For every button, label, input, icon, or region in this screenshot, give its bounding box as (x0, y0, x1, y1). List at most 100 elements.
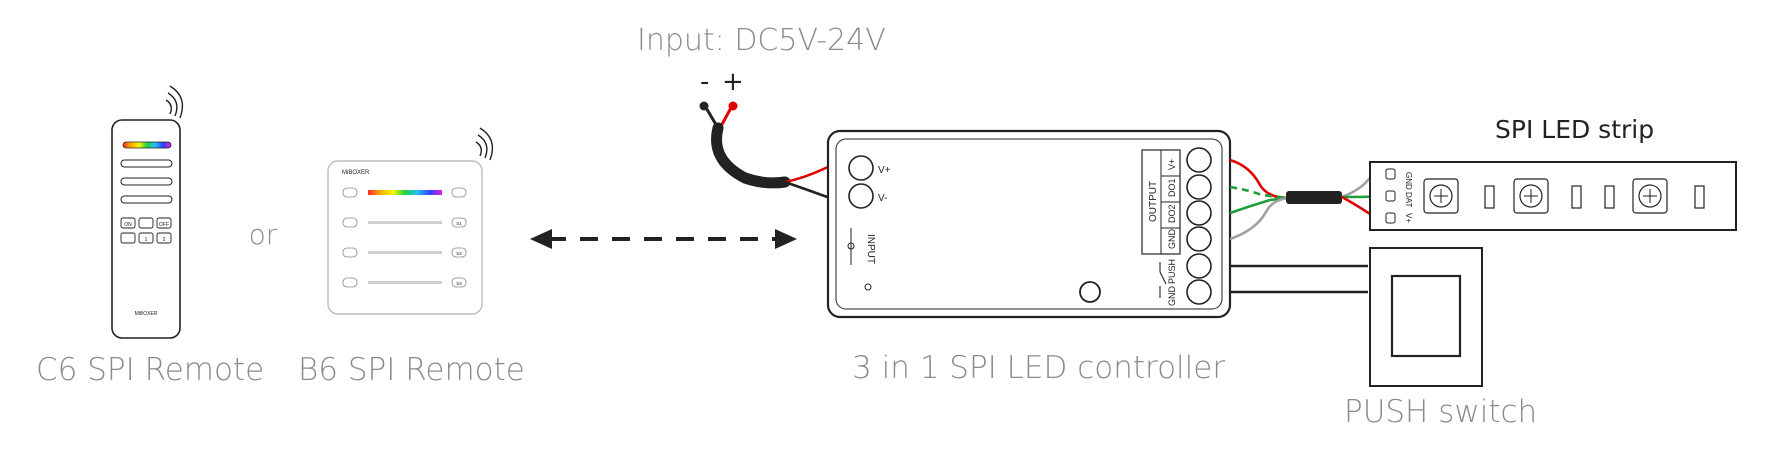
c6-slider-3[interactable] (120, 195, 173, 204)
b6-wireless-icon (475, 127, 494, 161)
input-terminal-vplus[interactable] (848, 155, 874, 181)
c6-on-label: ON (124, 222, 132, 228)
controller-caption: 3 in 1 SPI LED controller (852, 350, 1225, 386)
strip-led-1 (1423, 178, 1459, 214)
c6-caption: C6 SPI Remote (36, 352, 264, 388)
controller-body-inner (835, 138, 1223, 310)
c6-remote: ON OFF 1 2 MiBOXER (111, 85, 184, 339)
b6-power-button[interactable] (342, 277, 358, 288)
controller-body-outer (826, 129, 1232, 319)
c6-button-5-label: 1 (145, 237, 148, 243)
wire-do2 (1229, 196, 1289, 215)
b6-remote: MiBOXER S1 S2 S3 (327, 127, 494, 315)
strip-pad-vplus (1385, 212, 1396, 224)
push-switch[interactable] (1369, 247, 1483, 387)
push-switch-caption: PUSH switch (1344, 394, 1537, 430)
strip-resistor-2 (1571, 185, 1582, 209)
output-terminal-push[interactable] (1186, 253, 1212, 279)
output-label-block: OUTPUT V+ DO1 DO2 GND PUSH GND (1141, 149, 1181, 307)
terminal-label-push: PUSH (1167, 259, 1177, 284)
b6-s1-label: S1 (456, 221, 462, 226)
b6-scene-button-2[interactable] (451, 217, 467, 228)
terminal-label-do1: DO1 (1167, 178, 1177, 197)
push-button[interactable] (1079, 281, 1101, 303)
led-strip: GND DAT V+ (1369, 161, 1737, 231)
c6-slider-2[interactable] (120, 177, 173, 186)
strip-led-3 (1632, 178, 1668, 214)
b6-scene-button-4[interactable] (451, 277, 467, 288)
c6-button-4[interactable] (120, 232, 136, 244)
b6-color-bar (368, 190, 442, 195)
strip-resistor-4 (1694, 185, 1705, 209)
output-label: OUTPUT (1148, 181, 1159, 222)
terminal-label-gnd2: GND (1167, 286, 1177, 307)
b6-scene-button-1[interactable] (451, 187, 467, 198)
wire-gnd (1229, 196, 1289, 241)
minus-wire-end (699, 101, 709, 111)
strip-resistor-3 (1604, 185, 1615, 209)
c6-button-6-label: 2 (163, 237, 166, 243)
output-terminal-gnd[interactable] (1186, 226, 1212, 252)
c6-button-6[interactable] (156, 232, 172, 244)
arrowhead-left (530, 229, 552, 249)
strip-pin-vplus: V+ (1404, 213, 1413, 223)
input-port-label: INPUT (865, 234, 876, 264)
wire-vplus (1229, 158, 1289, 200)
output-wiring (1229, 158, 1391, 294)
power-input-cable (699, 101, 831, 200)
controller: V+ V- INPUT OUTPUT V+ DO1 DO2 GND PUSH G… (826, 129, 1232, 319)
polarity-plus: + (722, 67, 744, 97)
terminal-label-gnd1: GND (1167, 229, 1177, 250)
wireless-link-arrow (530, 229, 797, 249)
b6-caption: B6 SPI Remote (298, 352, 525, 388)
dc-jack-icon (847, 228, 855, 265)
b6-on-button[interactable] (342, 187, 358, 198)
c6-brand: MiBOXER (135, 311, 158, 317)
b6-off-button[interactable] (342, 217, 358, 228)
c6-off-button[interactable] (156, 217, 172, 229)
polarity-minus: - (700, 67, 709, 97)
output-terminal-do1[interactable] (1186, 174, 1212, 200)
strip-pin-dat: DAT (1404, 192, 1413, 208)
led-indicator (864, 283, 872, 291)
b6-s2-label: S2 (456, 251, 462, 256)
b6-scene-button-3[interactable] (451, 247, 467, 258)
arrowhead-right (775, 229, 797, 249)
c6-button-5[interactable] (138, 232, 154, 244)
strip-led-2 (1513, 178, 1549, 214)
b6-mode-button[interactable] (342, 247, 358, 258)
c6-on-button[interactable] (120, 217, 136, 229)
terminal-label-vplus: V+ (1167, 159, 1177, 170)
strip-pad-gnd (1385, 168, 1396, 180)
output-terminal-vplus[interactable] (1186, 147, 1212, 173)
terminal-label-do2: DO2 (1167, 204, 1177, 223)
strip-pad-dat (1385, 190, 1396, 202)
input-vplus-label: V+ (878, 165, 891, 176)
c6-mode-button[interactable] (138, 217, 154, 229)
b6-slider-3[interactable] (368, 281, 442, 284)
strip-title: SPI LED strip (1495, 115, 1654, 144)
b6-slider-1[interactable] (368, 221, 442, 224)
c6-remote-body (111, 119, 181, 339)
plus-wire-end (728, 101, 738, 111)
b6-remote-body (327, 160, 483, 315)
input-vminus-label: V- (878, 193, 887, 204)
c6-color-bar (122, 141, 172, 149)
push-switch-button[interactable] (1390, 274, 1462, 358)
b6-slider-2[interactable] (368, 251, 442, 254)
c6-wireless-icon (165, 85, 184, 119)
input-label: Input: DC5V-24V (637, 23, 886, 58)
switch-symbol-icon (1159, 262, 1167, 298)
c6-slider-1[interactable] (120, 159, 173, 168)
output-terminal-do2[interactable] (1186, 200, 1212, 226)
strip-pin-gnd: GND (1404, 172, 1413, 190)
output-terminal-gnd2[interactable] (1186, 279, 1212, 305)
input-terminal-vminus[interactable] (848, 183, 874, 209)
c6-off-label: OFF (159, 222, 169, 228)
b6-s3-label: S3 (456, 281, 462, 286)
strip-resistor-1 (1484, 185, 1495, 209)
wire-do1 (1229, 185, 1289, 200)
b6-brand: MiBOXER (342, 170, 370, 176)
separator-or: or (249, 218, 278, 251)
